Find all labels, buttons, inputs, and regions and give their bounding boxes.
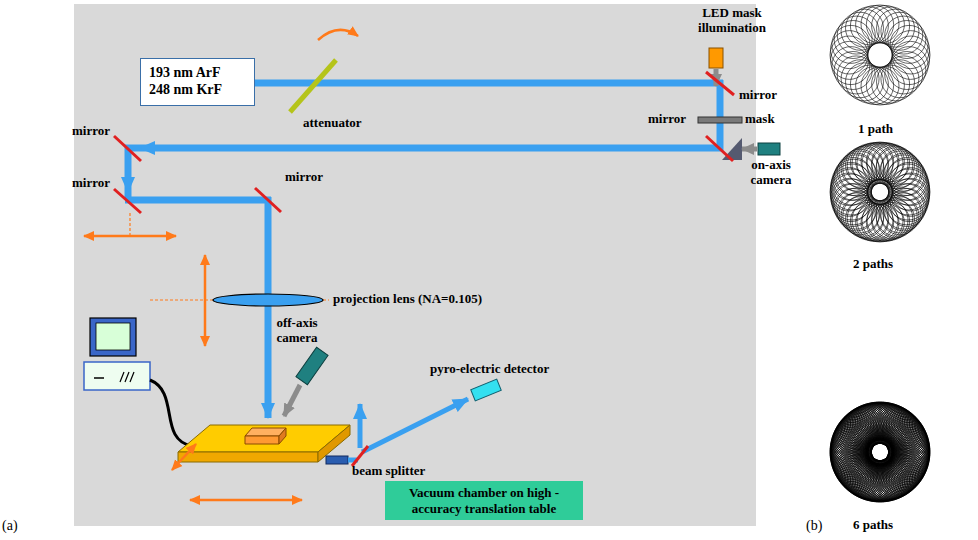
scan-circle (849, 405, 890, 446)
screen (96, 323, 130, 350)
scan-circle (862, 200, 903, 241)
scan-circle (856, 67, 894, 105)
camera-symbol (296, 347, 328, 385)
box-text: Vacuum chamber on high - accuracy transl… (391, 485, 577, 516)
scan-circle (890, 25, 928, 63)
pattern-label: 6 paths (853, 518, 893, 533)
motion-arrow (172, 444, 196, 470)
scan-circle (847, 198, 888, 239)
component-label: mirror (285, 170, 323, 185)
drive-mark (94, 377, 104, 379)
scan-circle (831, 169, 872, 210)
scan-circle (861, 67, 899, 105)
component-label: off-axis camera (266, 316, 328, 346)
mirror-symbol (114, 189, 141, 213)
component-label: pyro-electric detector (430, 362, 549, 377)
component-label: projection lens (NA=0.105) (333, 292, 482, 307)
scan-circle (830, 31, 868, 69)
scan-circle (857, 200, 898, 241)
box-text: 248 nm KrF (149, 82, 246, 99)
component-label: mask (745, 112, 775, 127)
chamber-label-box: Vacuum chamber on high - accuracy transl… (385, 481, 583, 520)
window (326, 456, 348, 464)
background-panel (74, 4, 756, 526)
mirror-symbol (114, 136, 141, 161)
mirror-symbol (255, 188, 281, 212)
guide-line (129, 213, 130, 236)
led-source (709, 48, 723, 68)
panel-label: (b) (806, 518, 822, 534)
scan-circle (888, 431, 929, 472)
scan-circle (866, 5, 904, 43)
scan-circle (854, 403, 895, 444)
component-label: beam splitter (352, 464, 425, 479)
scan-circle (861, 5, 899, 43)
box-text: 193 nm ArF (149, 65, 246, 82)
sample-side (279, 428, 286, 444)
projection-lens (213, 294, 323, 306)
scan-circle (862, 143, 903, 184)
scan-circle (886, 159, 927, 200)
scan-circle (873, 406, 914, 447)
attenuator-plate (290, 60, 336, 112)
scan-circle (831, 174, 872, 215)
mirror-symbol (706, 136, 733, 161)
scan-circle (888, 174, 929, 215)
pattern-label: 2 paths (853, 257, 893, 272)
scan-circle (857, 143, 898, 184)
scan-circle (892, 36, 930, 74)
camera-arrow (742, 147, 757, 152)
camera-arrow (284, 385, 300, 416)
component-label: mirror (648, 112, 686, 127)
monitor (90, 318, 136, 356)
scan-circle (888, 164, 929, 205)
laser-beam (358, 404, 363, 448)
scan-circle (877, 9, 915, 47)
component-label: attenuator (303, 116, 362, 131)
rotation-arrow (318, 30, 358, 40)
guide-line (323, 299, 329, 300)
computer-base (84, 362, 150, 390)
mask-plate (698, 117, 742, 123)
component-label: mirror (72, 176, 110, 191)
scan-circle (888, 169, 929, 210)
component-label: mirror (739, 88, 777, 103)
sample-front (245, 436, 279, 444)
component-label: on-axis camera (740, 158, 802, 188)
scan-circle (865, 460, 906, 501)
scan-circle (872, 145, 913, 186)
scan-circle (830, 36, 868, 74)
scan-circle (831, 437, 872, 478)
scan-circle (888, 426, 929, 467)
scan-circle (870, 458, 911, 499)
laser-beam (125, 80, 723, 418)
scan-circle (886, 421, 927, 462)
scan-circle (834, 52, 872, 90)
beam-splitter-symbol (352, 446, 368, 466)
component-label: LED mask illumination (688, 6, 776, 36)
component-label: mirror (72, 124, 110, 139)
scan-circle (888, 21, 926, 59)
laser-source-box: 193 nm ArF248 nm KrF (140, 58, 255, 106)
scan-circle (833, 159, 874, 200)
motion-arrow (84, 235, 176, 238)
camera-symbol (758, 143, 780, 155)
scan-circle (892, 31, 930, 69)
scan-circle (846, 9, 884, 47)
detector-symbol (471, 379, 501, 401)
scan-circle (881, 12, 919, 50)
scan-path-pattern (830, 5, 930, 502)
table-front (178, 452, 318, 462)
drive-mark (120, 372, 134, 382)
scan-circle (833, 442, 874, 483)
laser-beam (362, 399, 468, 452)
motion-arrow (190, 499, 302, 502)
guide-line (150, 299, 213, 300)
prism (722, 138, 742, 160)
mirror-symbol (706, 72, 734, 95)
pattern-label: 1 path (858, 122, 893, 137)
panel-label: (a) (2, 518, 18, 534)
cable (150, 380, 192, 446)
